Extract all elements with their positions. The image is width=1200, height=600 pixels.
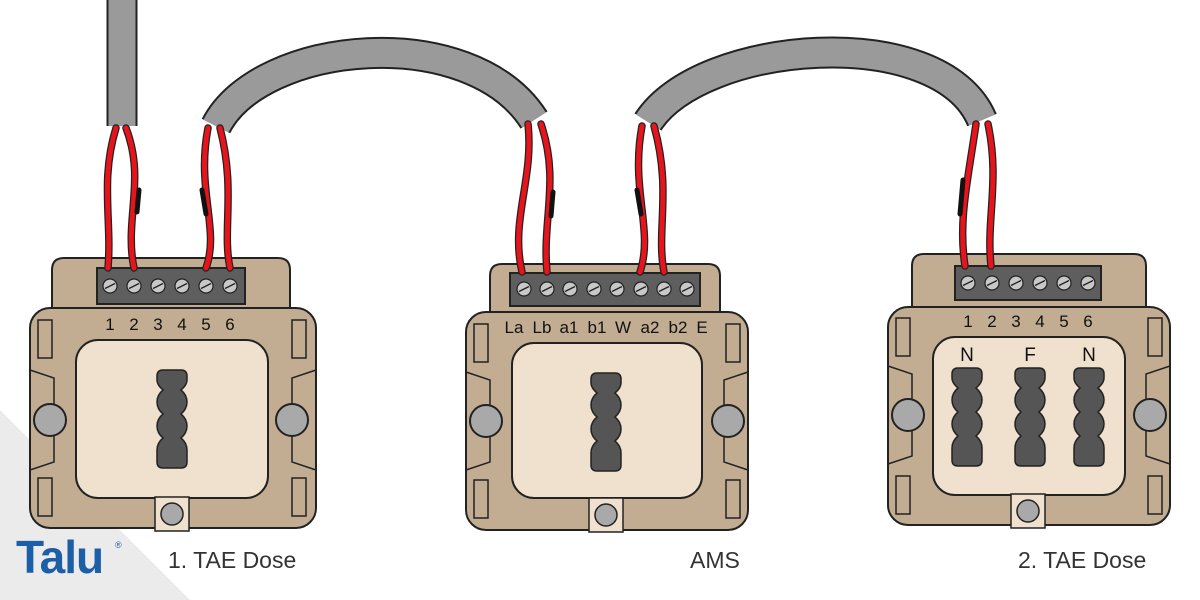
center-screw: [160, 502, 184, 526]
terminal-labels: 1 2 3 4 5 6: [105, 315, 234, 334]
terminal-label: La: [505, 318, 524, 337]
terminal-labels: 1 2 3 4 5 6: [963, 312, 1092, 331]
terminal-label: Lb: [533, 318, 552, 337]
socket-slot: [590, 372, 622, 472]
wires: [103, 120, 997, 276]
terminal-label: W: [615, 318, 631, 337]
caption-tae-1: 1. TAE Dose: [168, 547, 297, 573]
terminal-label: 6: [1083, 312, 1092, 331]
slot-label: F: [1024, 345, 1036, 366]
mounting-screw-right: [1133, 398, 1167, 432]
terminal-label: 5: [1059, 312, 1068, 331]
slot-label: N: [1082, 345, 1096, 366]
terminal-label: 6: [225, 315, 234, 334]
socket-slot: [156, 369, 188, 469]
terminal-label: 4: [1035, 312, 1044, 331]
socket-tae-2: N F N 1 2 3 4 5 6: [887, 253, 1171, 529]
terminal-label: 2: [129, 315, 138, 334]
socket-slot: [951, 367, 983, 467]
terminal-label: 1: [963, 312, 972, 331]
terminal-label: 5: [201, 315, 210, 334]
terminal-label: E: [696, 318, 707, 337]
brand-logo: Talu: [16, 531, 104, 583]
mounting-screw-right: [275, 403, 309, 437]
socket-slot: [1073, 367, 1105, 467]
mounting-screw-left: [469, 404, 503, 438]
socket-slot: [1014, 367, 1046, 467]
terminal-block: [954, 265, 1102, 301]
terminal-label: a2: [641, 318, 660, 337]
mounting-screw-left: [891, 398, 925, 432]
terminal-label: 3: [1011, 312, 1020, 331]
socket-tae-1: 1 2 3 4 5 6: [29, 257, 317, 532]
mounting-screw-left: [33, 403, 67, 437]
terminal-label: a1: [560, 318, 579, 337]
center-screw: [594, 503, 618, 527]
terminal-block: [96, 267, 246, 305]
cables: [106, 0, 997, 135]
slot-label: N: [960, 345, 974, 366]
terminal-label: 3: [153, 315, 162, 334]
registered-mark: ®: [115, 540, 122, 550]
mounting-screw-right: [711, 404, 745, 438]
caption-tae-2: 2. TAE Dose: [1018, 547, 1147, 573]
terminal-label: b1: [588, 318, 607, 337]
caption-ams: AMS: [690, 547, 740, 573]
center-screw: [1016, 499, 1040, 523]
terminal-label: 4: [177, 315, 186, 334]
socket-ams: La Lb a1 b1 W a2 b2 E: [465, 263, 749, 533]
terminal-label: b2: [669, 318, 688, 337]
terminal-label: 1: [105, 315, 114, 334]
terminal-labels: La Lb a1 b1 W a2 b2 E: [505, 318, 708, 337]
terminal-label: 2: [987, 312, 996, 331]
